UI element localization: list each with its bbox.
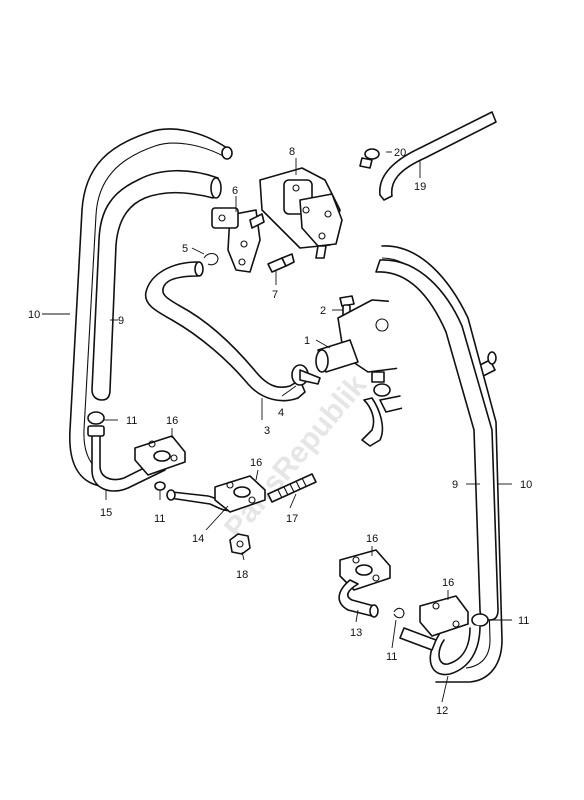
leader-lines	[42, 151, 512, 703]
pipe-13	[338, 579, 379, 618]
callout-11-a: 11	[126, 415, 137, 427]
callout-2: 2	[320, 305, 326, 317]
pipe-3	[144, 261, 306, 402]
pipe-19	[379, 111, 497, 201]
callout-4: 4	[278, 407, 284, 419]
callout-5: 5	[182, 243, 188, 255]
callout-16-b: 16	[250, 457, 262, 469]
callout-20: 20	[394, 147, 406, 159]
callout-11-d: 11	[386, 651, 397, 663]
callout-16-d: 16	[442, 577, 454, 589]
callout-18: 18	[236, 569, 248, 581]
clamp-4	[291, 364, 321, 386]
callout-13: 13	[350, 627, 362, 639]
callout-8: 8	[289, 146, 295, 158]
callout-16-a: 16	[166, 415, 178, 427]
callout-7: 7	[272, 289, 278, 301]
nut-18	[229, 533, 251, 555]
callout-11-b: 11	[154, 513, 165, 525]
callout-12: 12	[436, 705, 448, 717]
reed-valve-8	[249, 167, 343, 259]
clip-11-e	[393, 607, 405, 619]
clamp-11-left	[87, 411, 105, 425]
bracket-6	[211, 207, 261, 273]
flange-16-c	[339, 549, 391, 591]
screw-7	[267, 253, 295, 273]
callout-11-c: 11	[518, 615, 529, 627]
callout-9-left: 9	[118, 315, 124, 327]
flange-16-d	[419, 595, 469, 637]
callout-17: 17	[286, 513, 298, 525]
callouts: 8 20 19 6 5 7 2 1 4 3 10 9 11 16 15 11 1…	[28, 146, 532, 717]
callout-15: 15	[100, 507, 112, 519]
stud-17	[267, 473, 317, 503]
left-inner-hose-9	[91, 169, 222, 401]
clip-11-b	[154, 481, 166, 491]
clip-20	[359, 148, 380, 169]
callout-6: 6	[232, 185, 238, 197]
callout-16-c: 16	[366, 533, 378, 545]
callout-19: 19	[414, 181, 426, 193]
callout-9-right: 9	[452, 479, 458, 491]
callout-1: 1	[304, 335, 310, 347]
clip-5	[203, 252, 219, 266]
flange-16-b	[214, 475, 266, 513]
callout-3: 3	[264, 425, 270, 437]
callout-14: 14	[192, 533, 204, 545]
clamp-11-d	[471, 613, 489, 627]
flange-16-a	[134, 435, 186, 476]
callout-10-right: 10	[520, 479, 532, 491]
pipe-12	[399, 621, 481, 676]
clamp-11-c	[373, 383, 391, 397]
callout-10-left: 10	[28, 309, 40, 321]
